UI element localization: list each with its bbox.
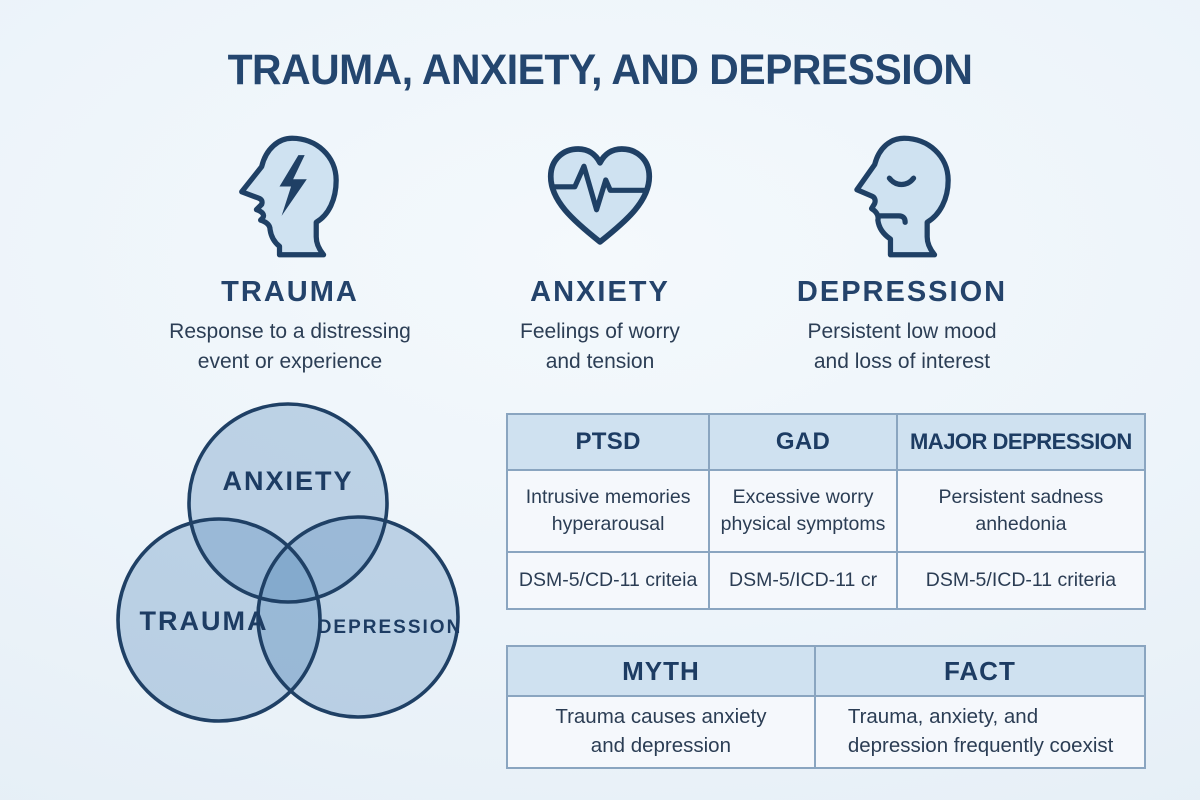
page-title: TRAUMA, ANXIETY, AND DEPRESSION	[227, 46, 973, 94]
venn-outlines	[116, 402, 460, 723]
venn-depression-label: DEPRESSION	[318, 617, 463, 638]
head-silhouette	[854, 135, 951, 258]
pulse-line	[549, 163, 648, 213]
ptsd-criteria: DSM-5/CD-11 criteia	[508, 553, 711, 608]
venn-anxiety-label: ANXIETY	[222, 466, 353, 496]
criteria-row: DSM-5/CD-11 criteia DSM-5/ICD-11 cr DSM-…	[508, 553, 1144, 608]
depression-icon-box	[732, 126, 1072, 266]
anxiety-icon-box	[430, 126, 770, 266]
frown-mouth	[877, 213, 908, 225]
header-gad: GAD	[710, 415, 898, 471]
gad-symptoms: Excessive worry physical symptoms	[710, 471, 898, 553]
venn-fills	[118, 404, 458, 721]
diagnosis-table: PTSD GAD MAJOR DEPRESSION Intrusive memo…	[506, 413, 1146, 610]
trauma-circle-outline	[116, 517, 322, 723]
header-myth: MYTH	[508, 647, 816, 697]
header-ptsd: PTSD	[508, 415, 711, 471]
anxiety-circle	[189, 404, 387, 602]
depression-circle-outline	[256, 515, 460, 719]
depression-description: Persistent low mood and loss of interest	[807, 320, 997, 373]
anxiety-description: Feelings of worry and tension	[520, 320, 680, 373]
trauma-label: TRAUMA	[221, 276, 359, 308]
depression-symptoms: Persistent sadness anhedonia	[897, 471, 1144, 553]
venn-trauma-label: TRAUMA	[140, 606, 269, 636]
symptoms-row: Intrusive memories hyperarousal Excessiv…	[508, 471, 1144, 553]
fact-text: Trauma, anxiety, and depression frequent…	[847, 705, 1114, 757]
myth-fact-table: MYTH FACT Trauma causes anxiety and depr…	[506, 645, 1146, 769]
depression-criteria: DSM-5/ICD-11 criteria	[925, 569, 1117, 591]
trauma-icon-box	[120, 126, 460, 266]
myth-fact-header-row: MYTH FACT	[508, 647, 1144, 697]
head-with-lightning-icon	[239, 135, 339, 258]
concept-depression: DEPRESSION Persistent low mood and loss …	[732, 126, 1072, 377]
gad-criteria: DSM-5/ICD-11 cr	[710, 553, 898, 608]
diagnosis-header-row: PTSD GAD MAJOR DEPRESSION	[508, 415, 1144, 471]
header-major-depression: MAJOR DEPRESSION	[897, 415, 1144, 471]
trauma-description: Response to a distressing event or exper…	[169, 320, 411, 373]
lightning-bolt-icon	[279, 155, 307, 216]
heart-pulse-icon	[547, 146, 653, 245]
header-fact: FACT	[815, 647, 1144, 697]
anxiety-circle-outline	[187, 402, 389, 604]
venn-diagram: ANXIETY TRAUMA DEPRESSION	[116, 402, 463, 723]
myth-text: Trauma causes anxiety and depression	[508, 697, 816, 767]
anxiety-label: ANXIETY	[530, 276, 670, 308]
concept-anxiety: ANXIETY Feelings of worry and tension	[430, 126, 770, 377]
closed-eye	[886, 175, 917, 188]
depression-label: DEPRESSION	[796, 276, 1008, 308]
myth-fact-body-row: Trauma causes anxiety and depression Tra…	[508, 697, 1144, 767]
sad-head-icon	[854, 135, 951, 258]
ptsd-symptoms: Intrusive memories hyperarousal	[508, 471, 711, 553]
concept-trauma: TRAUMA Response to a distressing event o…	[120, 126, 460, 377]
